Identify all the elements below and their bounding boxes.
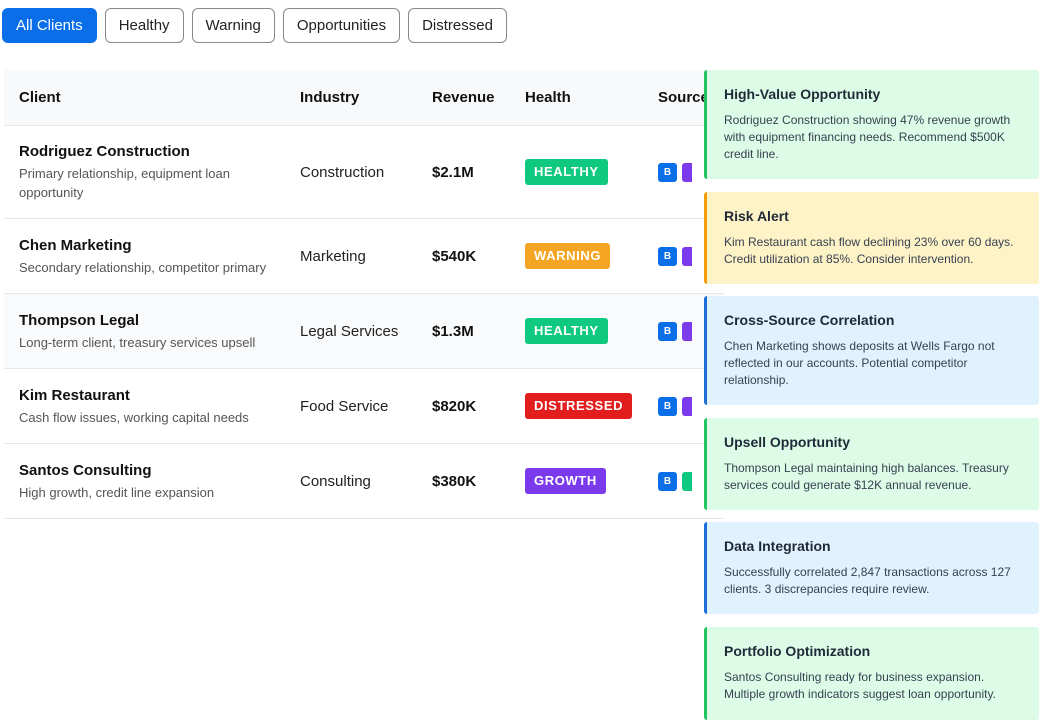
source-tags: B <box>658 321 724 341</box>
client-name: Thompson Legal <box>19 311 139 329</box>
header-revenue[interactable]: Revenue <box>432 89 495 106</box>
health-badge: DISTRESSED <box>525 393 633 419</box>
insight-title: Data Integration <box>724 538 831 554</box>
clients-table: Client Industry Revenue Health Sources R… <box>4 70 724 519</box>
insight-title: High-Value Opportunity <box>724 86 881 102</box>
client-revenue: $820K <box>432 397 477 415</box>
source-secondary-tag[interactable] <box>682 246 692 266</box>
health-badge: WARNING <box>525 243 611 269</box>
client-name: Chen Marketing <box>19 236 132 254</box>
client-industry: Food Service <box>300 397 389 415</box>
source-tags: B <box>658 396 724 416</box>
client-name: Santos Consulting <box>19 461 152 479</box>
filter-distressed[interactable]: Distressed <box>408 8 507 43</box>
insight-title: Portfolio Optimization <box>724 643 871 659</box>
insight-card[interactable]: Data Integration Successfully correlated… <box>704 522 1039 614</box>
source-b-tag[interactable]: B <box>658 246 677 266</box>
client-description: Primary relationship, equipment loan opp… <box>19 166 230 200</box>
header-health[interactable]: Health <box>525 89 571 106</box>
source-b-tag[interactable]: B <box>658 396 677 416</box>
client-revenue: $380K <box>432 472 477 490</box>
source-b-tag[interactable]: B <box>658 471 677 491</box>
health-badge: HEALTHY <box>525 318 608 344</box>
source-tags: B <box>658 471 724 491</box>
client-description: High growth, credit line expansion <box>19 484 215 500</box>
source-tags: B <box>658 162 724 182</box>
header-client[interactable]: Client <box>19 89 61 106</box>
insight-body: Successfully correlated 2,847 transactio… <box>724 565 1011 596</box>
insight-card[interactable]: Portfolio Optimization Santos Consulting… <box>704 627 1039 720</box>
insight-body: Thompson Legal maintaining high balances… <box>724 461 1009 492</box>
insight-body: Santos Consulting ready for business exp… <box>724 670 996 701</box>
header-industry[interactable]: Industry <box>300 89 360 106</box>
table-header: Client Industry Revenue Health Sources <box>4 70 724 126</box>
filter-opportunities[interactable]: Opportunities <box>282 8 401 43</box>
filter-bar: All Clients Healthy Warning Opportunitie… <box>2 8 507 43</box>
health-badge: GROWTH <box>525 468 606 494</box>
filter-healthy[interactable]: Healthy <box>104 8 184 43</box>
client-industry: Consulting <box>300 472 371 490</box>
insight-card[interactable]: Upsell Opportunity Thompson Legal mainta… <box>704 418 1039 510</box>
client-industry: Marketing <box>300 247 366 265</box>
client-description: Long-term client, treasury services upse… <box>19 334 256 350</box>
insight-title: Cross-Source Correlation <box>724 312 895 328</box>
table-row[interactable]: Rodriguez Construction Primary relations… <box>4 126 724 219</box>
insight-body: Chen Marketing shows deposits at Wells F… <box>724 339 995 387</box>
source-secondary-tag[interactable] <box>682 471 692 491</box>
table-row[interactable]: Santos Consulting High growth, credit li… <box>4 444 724 519</box>
source-b-tag[interactable]: B <box>658 321 677 341</box>
client-name: Kim Restaurant <box>19 386 130 404</box>
insight-card[interactable]: Risk Alert Kim Restaurant cash flow decl… <box>704 192 1039 284</box>
health-badge: HEALTHY <box>525 159 608 185</box>
client-revenue: $540K <box>432 247 477 265</box>
client-revenue: $2.1M <box>432 163 474 181</box>
table-row[interactable]: Kim Restaurant Cash flow issues, working… <box>4 369 724 444</box>
client-name: Rodriguez Construction <box>19 143 190 160</box>
table-row[interactable]: Thompson Legal Long-term client, treasur… <box>4 294 724 369</box>
filter-warning[interactable]: Warning <box>191 8 275 43</box>
source-secondary-tag[interactable] <box>682 321 692 341</box>
source-secondary-tag[interactable] <box>682 162 692 182</box>
source-secondary-tag[interactable] <box>682 396 692 416</box>
insight-card[interactable]: High-Value Opportunity Rodriguez Constru… <box>704 70 1039 179</box>
insight-title: Risk Alert <box>724 208 789 224</box>
insight-title: Upsell Opportunity <box>724 434 850 450</box>
client-description: Secondary relationship, competitor prima… <box>19 259 267 275</box>
table-row[interactable]: Chen Marketing Secondary relationship, c… <box>4 219 724 294</box>
source-tags: B <box>658 246 724 266</box>
insight-card[interactable]: Cross-Source Correlation Chen Marketing … <box>704 296 1039 405</box>
client-description: Cash flow issues, working capital needs <box>19 409 249 425</box>
header-sources[interactable]: Sources <box>658 89 718 106</box>
source-b-tag[interactable]: B <box>658 162 677 182</box>
client-industry: Construction <box>300 163 385 181</box>
insight-body: Kim Restaurant cash flow declining 23% o… <box>724 235 1014 266</box>
insight-body: Rodriguez Construction showing 47% reven… <box>724 113 1011 161</box>
filter-all-clients[interactable]: All Clients <box>2 8 97 43</box>
client-revenue: $1.3M <box>432 322 474 340</box>
client-industry: Legal Services <box>300 322 399 340</box>
